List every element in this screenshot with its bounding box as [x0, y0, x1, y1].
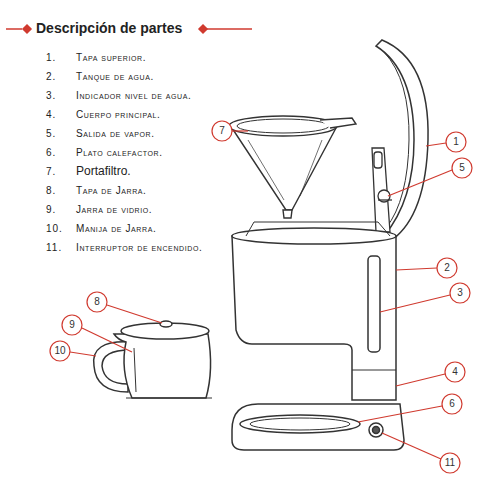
part-name: Jarra de vidrio. [76, 204, 152, 215]
list-number: 11. [46, 242, 62, 253]
part-name: Manija de Jarra. [76, 223, 156, 234]
callout-circle [452, 158, 472, 178]
list-number: 2. [46, 71, 56, 82]
filter-holder [229, 116, 337, 136]
callout-circle [445, 362, 465, 382]
callout-number: 10 [54, 346, 65, 356]
callout-number: 9 [69, 320, 75, 330]
filter-holder [230, 125, 336, 210]
steam-outlet [372, 148, 390, 232]
glass-jar [126, 397, 212, 398]
page-title: Descripción de partes [36, 20, 182, 36]
part-name: Portafiltro. [76, 164, 131, 178]
filter-holder [237, 119, 329, 133]
leader-line [70, 131, 452, 459]
callout-circle [50, 341, 70, 361]
callout-number: 6 [449, 399, 455, 409]
leader-line [358, 406, 442, 422]
callout-circle [442, 394, 462, 414]
callout-circle [446, 132, 466, 152]
power-switch [369, 423, 383, 437]
list-number: 1. [46, 52, 56, 63]
list-number: 8. [46, 185, 56, 196]
glass-jar [114, 334, 211, 398]
list-number: 3. [46, 90, 56, 101]
leader-line [382, 433, 441, 459]
steam-outlet [372, 148, 392, 232]
power-switch [373, 427, 380, 434]
list-number: 10. [46, 223, 63, 234]
filter-holder [248, 140, 322, 200]
leader-line [396, 268, 437, 270]
leader-line [388, 170, 452, 196]
list-number: 5. [46, 128, 56, 139]
hot-plate [250, 418, 350, 430]
callout-circle [437, 258, 457, 278]
callout-number: 3 [457, 288, 463, 298]
leader-line [70, 352, 96, 356]
list-number: 4. [46, 109, 56, 120]
callout-circle [62, 315, 82, 335]
main-body [232, 228, 396, 244]
title-rule [206, 28, 252, 30]
hot-plate [240, 415, 360, 433]
callout-number: 8 [94, 297, 100, 307]
callout-number: 1 [453, 137, 459, 147]
glass-jar [94, 321, 212, 398]
glass-jar [134, 348, 136, 392]
part-name: Tapa superior. [76, 52, 146, 63]
hot-plate [232, 404, 404, 450]
hot-plate [232, 404, 404, 450]
leader-line [396, 374, 445, 386]
title-rule [6, 28, 22, 30]
callout-circle [450, 283, 470, 303]
part-name: Salida de vapor. [76, 128, 155, 139]
part-name: Plato calefactor. [76, 147, 163, 158]
callout-number: 4 [452, 367, 458, 377]
filter-holder [320, 118, 356, 128]
leader-line [82, 328, 132, 352]
steam-outlet [374, 152, 382, 168]
callout-number: 2 [444, 263, 450, 273]
main-body [232, 236, 396, 400]
list-number: 7. [46, 166, 56, 177]
callout-number: 7 [219, 126, 225, 136]
filter-holder [283, 210, 292, 218]
list-number: 9. [46, 204, 56, 215]
leader-line [380, 295, 450, 312]
part-name: Cuerpo principal. [76, 109, 160, 120]
main-body [246, 222, 390, 236]
callout-number: 11 [445, 458, 455, 468]
main-body [368, 256, 380, 352]
part-name: Tapa de Jarra. [76, 185, 147, 196]
part-name: Indicador nivel de agua. [76, 90, 191, 101]
glass-jar [160, 321, 172, 327]
callout-circle [87, 292, 107, 312]
leader-line [426, 143, 446, 146]
callout-number: 5 [459, 163, 465, 173]
callout-circle [440, 453, 460, 473]
title-rule [199, 25, 207, 33]
title-rule [23, 25, 31, 33]
leader-line [107, 305, 162, 323]
leader-line [232, 130, 248, 131]
main-body [352, 370, 396, 371]
filter-holder [229, 116, 356, 218]
part-name: Tanque de agua. [76, 71, 154, 82]
main-body [232, 222, 396, 400]
power-switch [369, 423, 383, 437]
callout-circle [212, 121, 232, 141]
part-name: Interruptor de encendido. [76, 242, 202, 253]
steam-outlet [378, 199, 392, 200]
list-number: 6. [46, 147, 56, 158]
callout-circle [50, 121, 472, 473]
